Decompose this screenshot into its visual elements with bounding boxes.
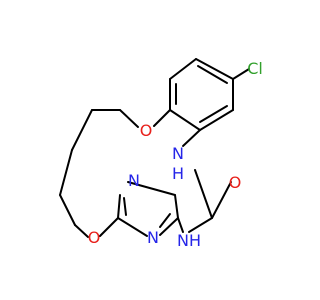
pyrazine-nitrogen-upper-label: N: [128, 171, 140, 190]
bond-20: [127, 181, 176, 196]
bond-12: [119, 109, 139, 128]
amide-hydrogen-lower-label: H: [189, 231, 201, 250]
molecule-diagram: Cl O O O N H N H N N: [59, 58, 263, 250]
pyrazine-nitrogen-lower-label: N: [147, 228, 159, 247]
bond-21: [174, 194, 179, 219]
atom-label-layer: Cl O O O N H N H N N: [88, 59, 263, 250]
bond-8: [199, 105, 228, 123]
bond-3: [199, 109, 234, 131]
bond-22: [159, 217, 179, 236]
ether-oxygen-upper-label: O: [140, 121, 153, 140]
bond-23: [117, 217, 148, 237]
bond-10: [232, 68, 250, 80]
bond-30: [211, 181, 232, 219]
bond-14: [71, 109, 93, 151]
bond-28: [188, 217, 213, 233]
ether-oxygen-lower-label: O: [88, 228, 101, 247]
bond-16: [59, 194, 76, 226]
amide-hydrogen-upper-label: H: [172, 164, 184, 183]
bond-24: [123, 197, 127, 216]
bond-29: [194, 169, 213, 219]
amide-nitrogen-lower-label: N: [177, 231, 189, 250]
bond-6: [169, 58, 197, 80]
bond-25: [159, 213, 171, 228]
bond-26: [182, 129, 201, 147]
amide-nitrogen-upper-label: N: [172, 144, 184, 163]
bond-27: [177, 217, 184, 233]
bond-layer: [59, 58, 250, 238]
bond-18: [99, 217, 119, 237]
carbonyl-oxygen-label: O: [229, 173, 242, 192]
bond-7: [197, 65, 228, 84]
bond-17: [74, 224, 89, 238]
bond-11: [153, 109, 171, 127]
molecule-structure: Cl O O O N H N H N N: [59, 58, 263, 250]
bond-15: [59, 149, 73, 196]
bond-1: [195, 58, 234, 80]
bond-19: [117, 194, 121, 219]
bond-4: [169, 109, 201, 131]
chlorine-atom-label: Cl: [247, 59, 263, 78]
